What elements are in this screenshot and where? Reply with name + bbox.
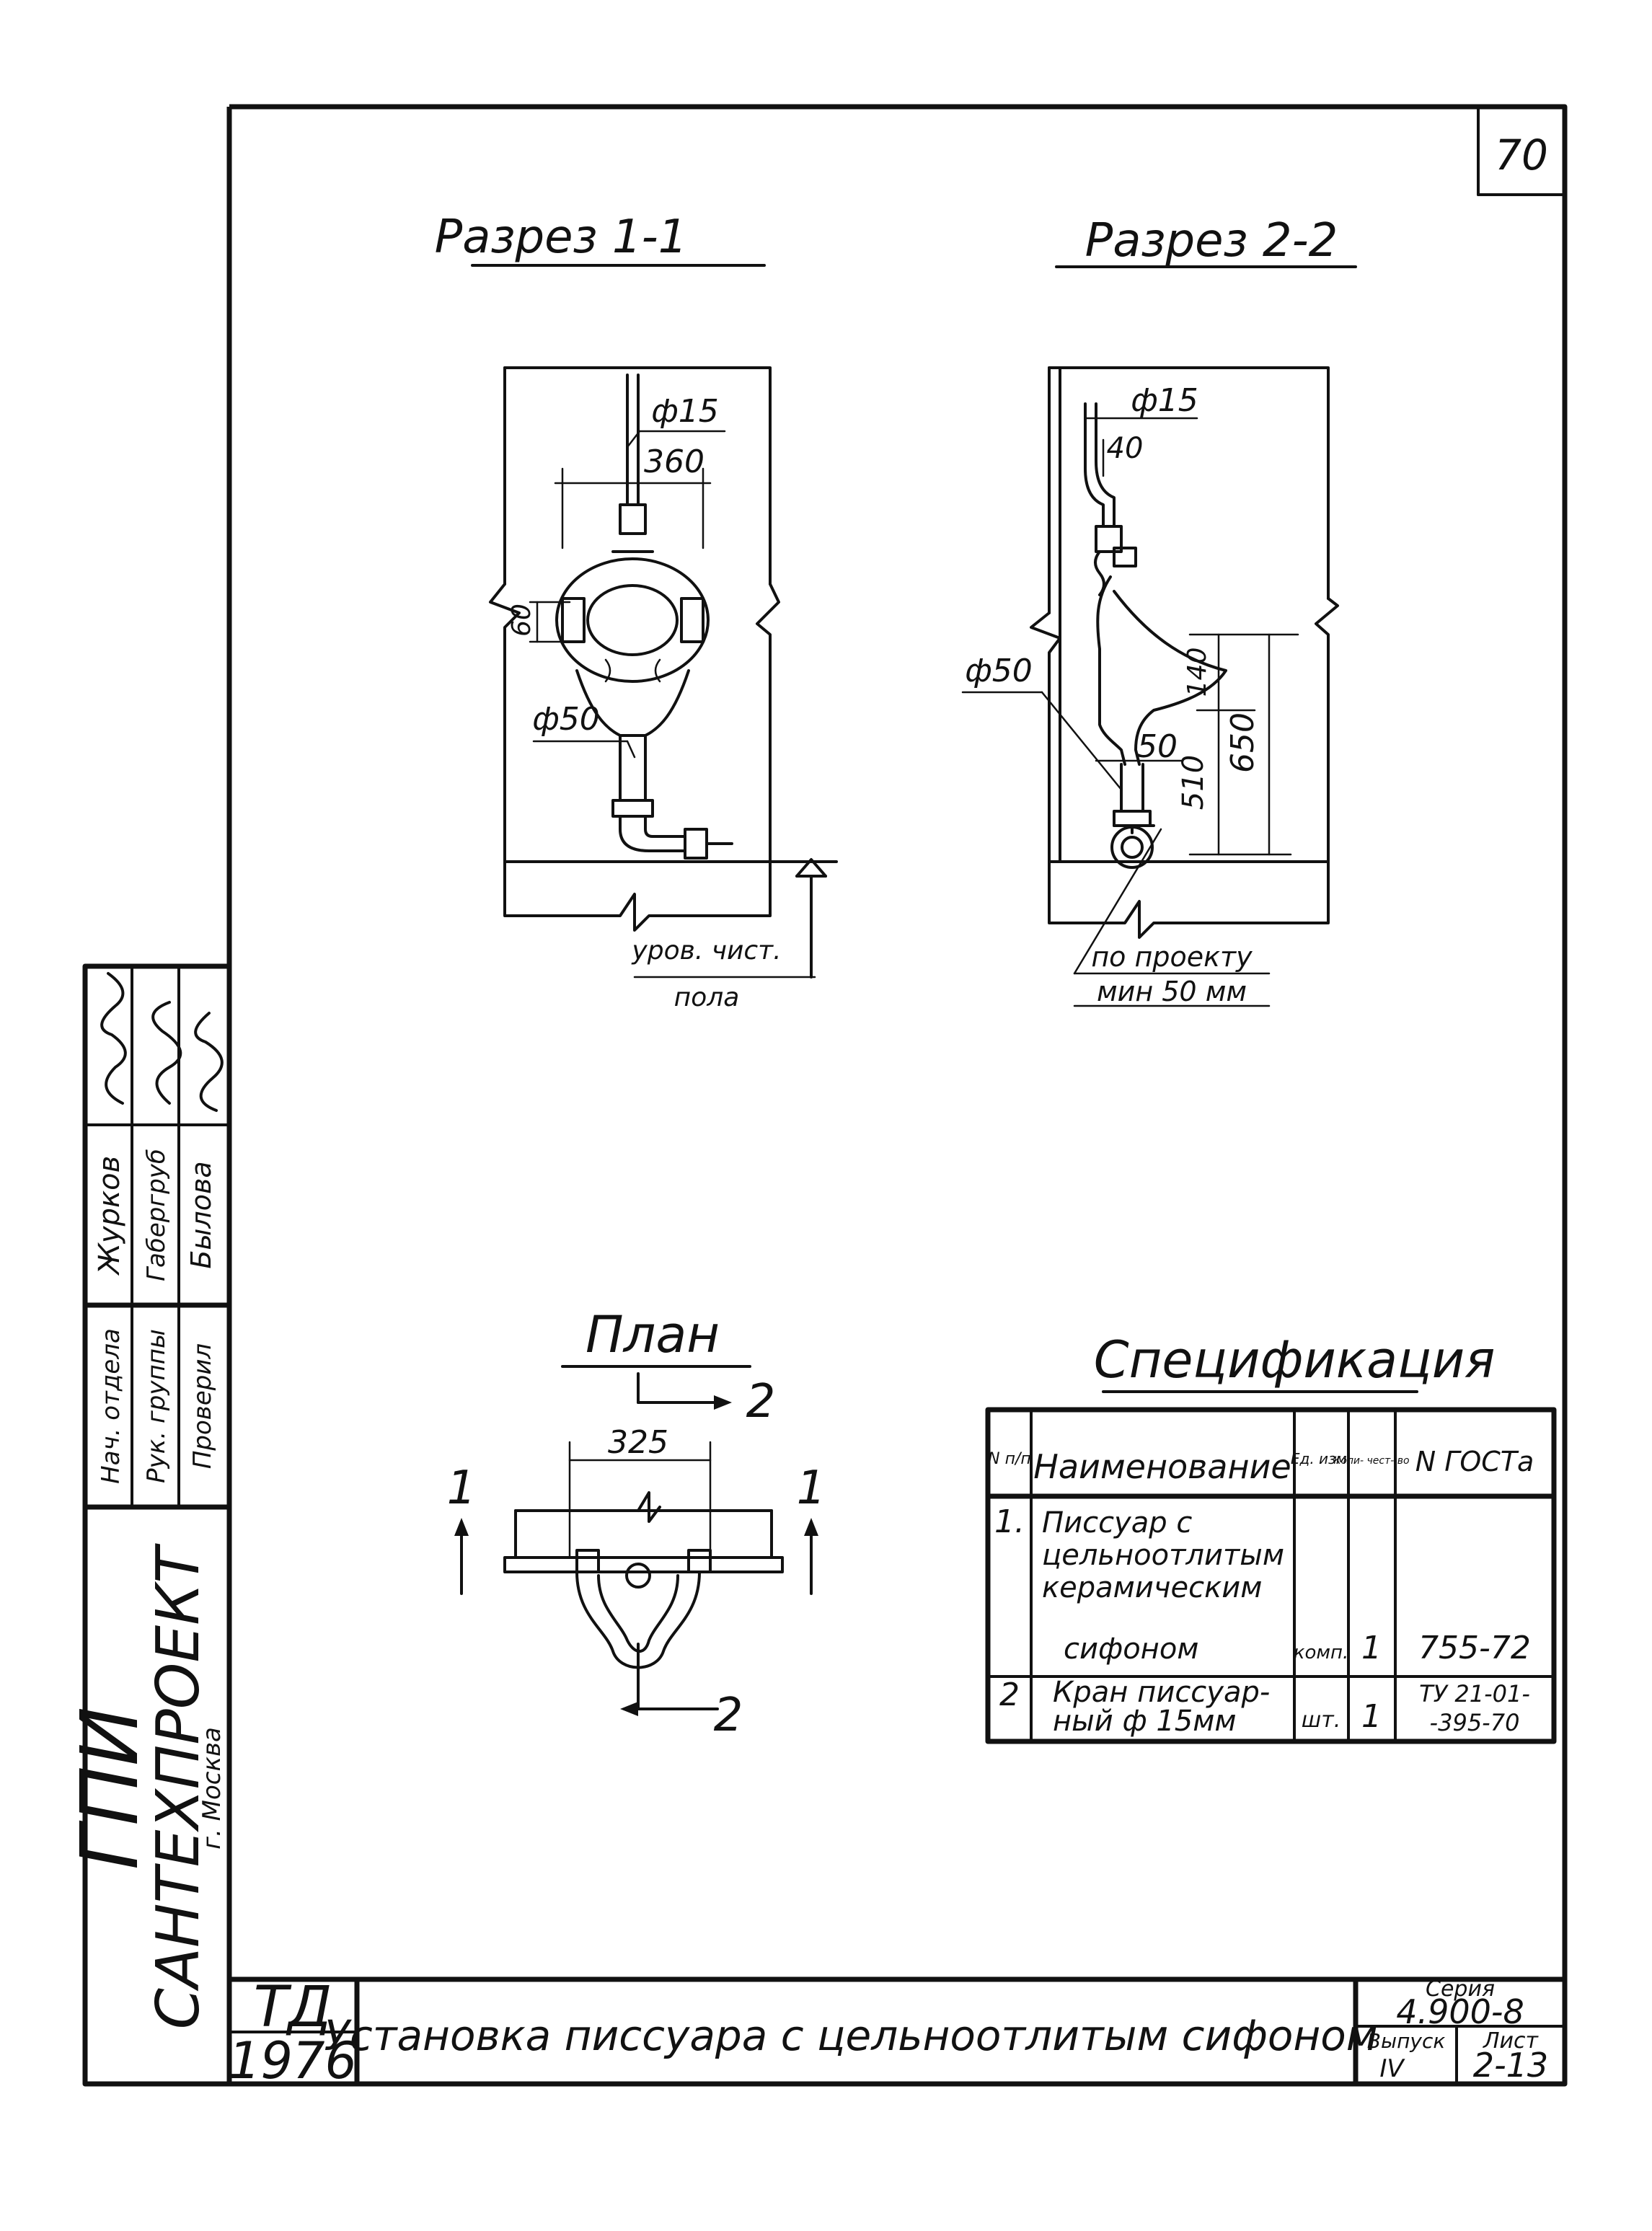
signature-3 [194,1012,224,1112]
stamp-name-2: Габергруб [142,1149,171,1281]
stamp-role-2: Рук. группы [142,1329,171,1483]
s2-dim-offset: 40 [1107,432,1144,465]
spec-row2-qty: 1 [1361,1698,1382,1735]
section-2-title: Разрез 2-2 [1085,214,1338,268]
spec-header-qty: Коли- чест- во [1333,1455,1409,1467]
spec-header-num: N п/п [988,1450,1031,1468]
spec-row1-name-2: цельноотлитым [1042,1539,1284,1572]
spec-row1-gost: 755-72 [1418,1630,1531,1666]
series-label: Серия [1426,1976,1495,2002]
spec-table-grid [985,1407,1557,1744]
spec-row1-unit: комп. [1294,1642,1349,1664]
title-block: ТД 1976 Установка писсуара с цельноотлит… [228,1975,1566,2090]
stamp-name-1: Журков [93,1156,126,1276]
signature-1 [100,972,127,1105]
section-1-title: Разрез 1-1 [435,211,688,264]
section-2-2: Разрез 2-2 ф15 40 ф50 50 [961,214,1357,1007]
s1-floor-note-2: пола [674,983,740,1012]
side-stamp: ГПИ САНТЕХПРОЕКТ г. Москва Нач. отдела Р… [63,965,231,2030]
plan-mark-bottom: 2 [714,1689,743,1742]
plan-view: План 2 2 325 1 1 [447,1305,826,1742]
issue-label: Выпуск [1367,2029,1446,2053]
s2-note-2: мин 50 мм [1097,976,1247,1007]
s2-dim-supply: ф15 [1131,382,1198,419]
spec-header-gost: N ГОСТа [1415,1446,1534,1477]
s1-dim-drain: ф50 [532,701,600,738]
plan-dim-325: 325 [608,1424,668,1461]
stamp-city: г. Москва [198,1727,226,1850]
spec-header-unit: Ед. изм. [1291,1450,1351,1467]
issue-value: IV [1379,2054,1405,2083]
s1-dim-left: 60 [507,604,536,637]
stamp-org-2: САНТЕХПРОЕКТ [144,1543,213,2030]
specification: Спецификация N п/п Наименование Ед. изм.… [985,1330,1557,1744]
spec-row1-qty: 1 [1361,1630,1382,1666]
stamp-org-1: ГПИ [63,1707,156,1870]
s2-note-1: по проекту [1091,941,1253,973]
stamp-role-1: Нач. отдела [97,1328,125,1484]
sheet-value: 2-13 [1473,2046,1548,2085]
spec-row2-num: 2 [999,1676,1020,1713]
plan-mark-left: 1 [447,1462,477,1515]
title-text: Установка писсуара с цельноотлитым сифон… [324,2011,1378,2060]
series-value: 4.900-8 [1396,1992,1524,2031]
s2-dim-drain: ф50 [965,653,1033,689]
spec-row1-name-1: Писсуар с [1042,1506,1192,1539]
plan-mark-right: 1 [797,1462,826,1515]
section-1-1: Разрез 1-1 360 ф15 [435,211,838,1012]
title-td: ТД [254,1975,332,2040]
spec-row1-name-4: сифоном [1064,1633,1198,1666]
s2-dim-pipe: 50 [1137,728,1178,765]
s1-dim-supply: ф15 [651,393,719,430]
stamp-role-3: Проверил [188,1343,217,1469]
spec-row2-gost-2: -395-70 [1430,1709,1520,1736]
s2-dim-650: 650 [1224,712,1261,773]
stamp-name-3: Былова [185,1161,217,1268]
spec-row2-name-2: ный ф 15мм [1053,1705,1237,1738]
sheet-frame [82,104,1568,2087]
spec-row2-unit: шт. [1302,1708,1340,1733]
title-year: 1976 [229,2031,357,2090]
s2-dim-140: 140 [1183,648,1212,697]
signature-2 [151,1001,182,1105]
spec-row1-name-3: керамическим [1042,1571,1262,1604]
s2-dim-510: 510 [1177,755,1210,810]
spec-row2-name-1: Кран писсуар- [1053,1676,1270,1709]
plan-mark-top: 2 [746,1375,776,1428]
spec-row1-num: 1. [994,1503,1025,1540]
s1-floor-note-1: уров. чист. [631,936,781,966]
sheet-label: Лист [1483,2028,1540,2054]
spec-title: Спецификация [1094,1330,1496,1390]
plan-title: План [586,1305,720,1364]
sheet-number: 70 [1495,131,1548,180]
s1-dim-width: 360 [644,443,704,480]
spec-header-name: Наименование [1033,1447,1291,1486]
spec-row2-gost-1: ТУ 21-01- [1419,1680,1530,1708]
